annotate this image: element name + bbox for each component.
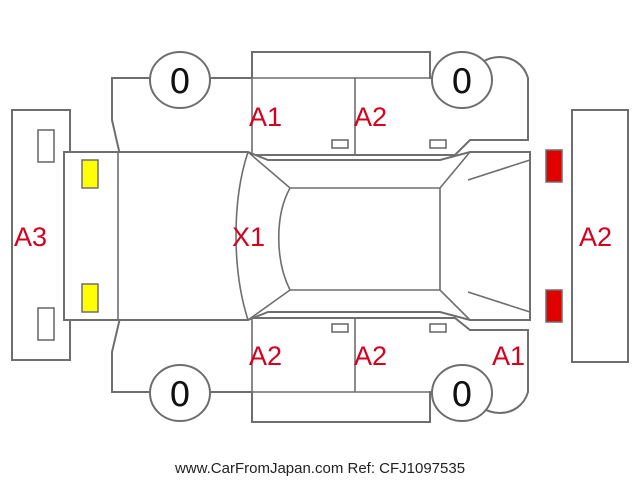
tire-front-left: 0 — [431, 51, 493, 109]
damage-code-lower-front-fender: A1 — [492, 341, 525, 371]
tire-tread-value: 0 — [169, 375, 191, 415]
tire-tread-value: 0 — [451, 375, 473, 415]
damage-code-upper-rear-door: A1 — [249, 102, 282, 132]
footer-reference: www.CarFromJapan.com Ref: CFJ1097535 — [174, 460, 465, 477]
tire-rear-right: 0 — [149, 364, 211, 422]
tire-tread-value: 0 — [169, 62, 191, 102]
front-lamp-lower — [545, 289, 563, 323]
tire-front-right: 0 — [431, 364, 493, 422]
damage-code-front-bumper: A2 — [579, 222, 612, 252]
rear-lamp-lower — [81, 283, 99, 313]
tire-tread-value: 0 — [451, 62, 473, 102]
damage-code-upper-front-door: A2 — [354, 102, 387, 132]
car-body-top — [63, 151, 531, 321]
damage-code-rear-bumper: A3 — [14, 222, 47, 252]
damage-code-lower-front-door: A2 — [354, 341, 387, 371]
rear-lamp-upper — [81, 159, 99, 189]
damage-code-roof: X1 — [232, 222, 265, 252]
tire-rear-left: 0 — [149, 51, 211, 109]
front-lamp-upper — [545, 149, 563, 183]
front-bumper — [571, 109, 629, 363]
damage-code-lower-rear-door: A2 — [249, 341, 282, 371]
rear-bumper — [11, 109, 71, 361]
